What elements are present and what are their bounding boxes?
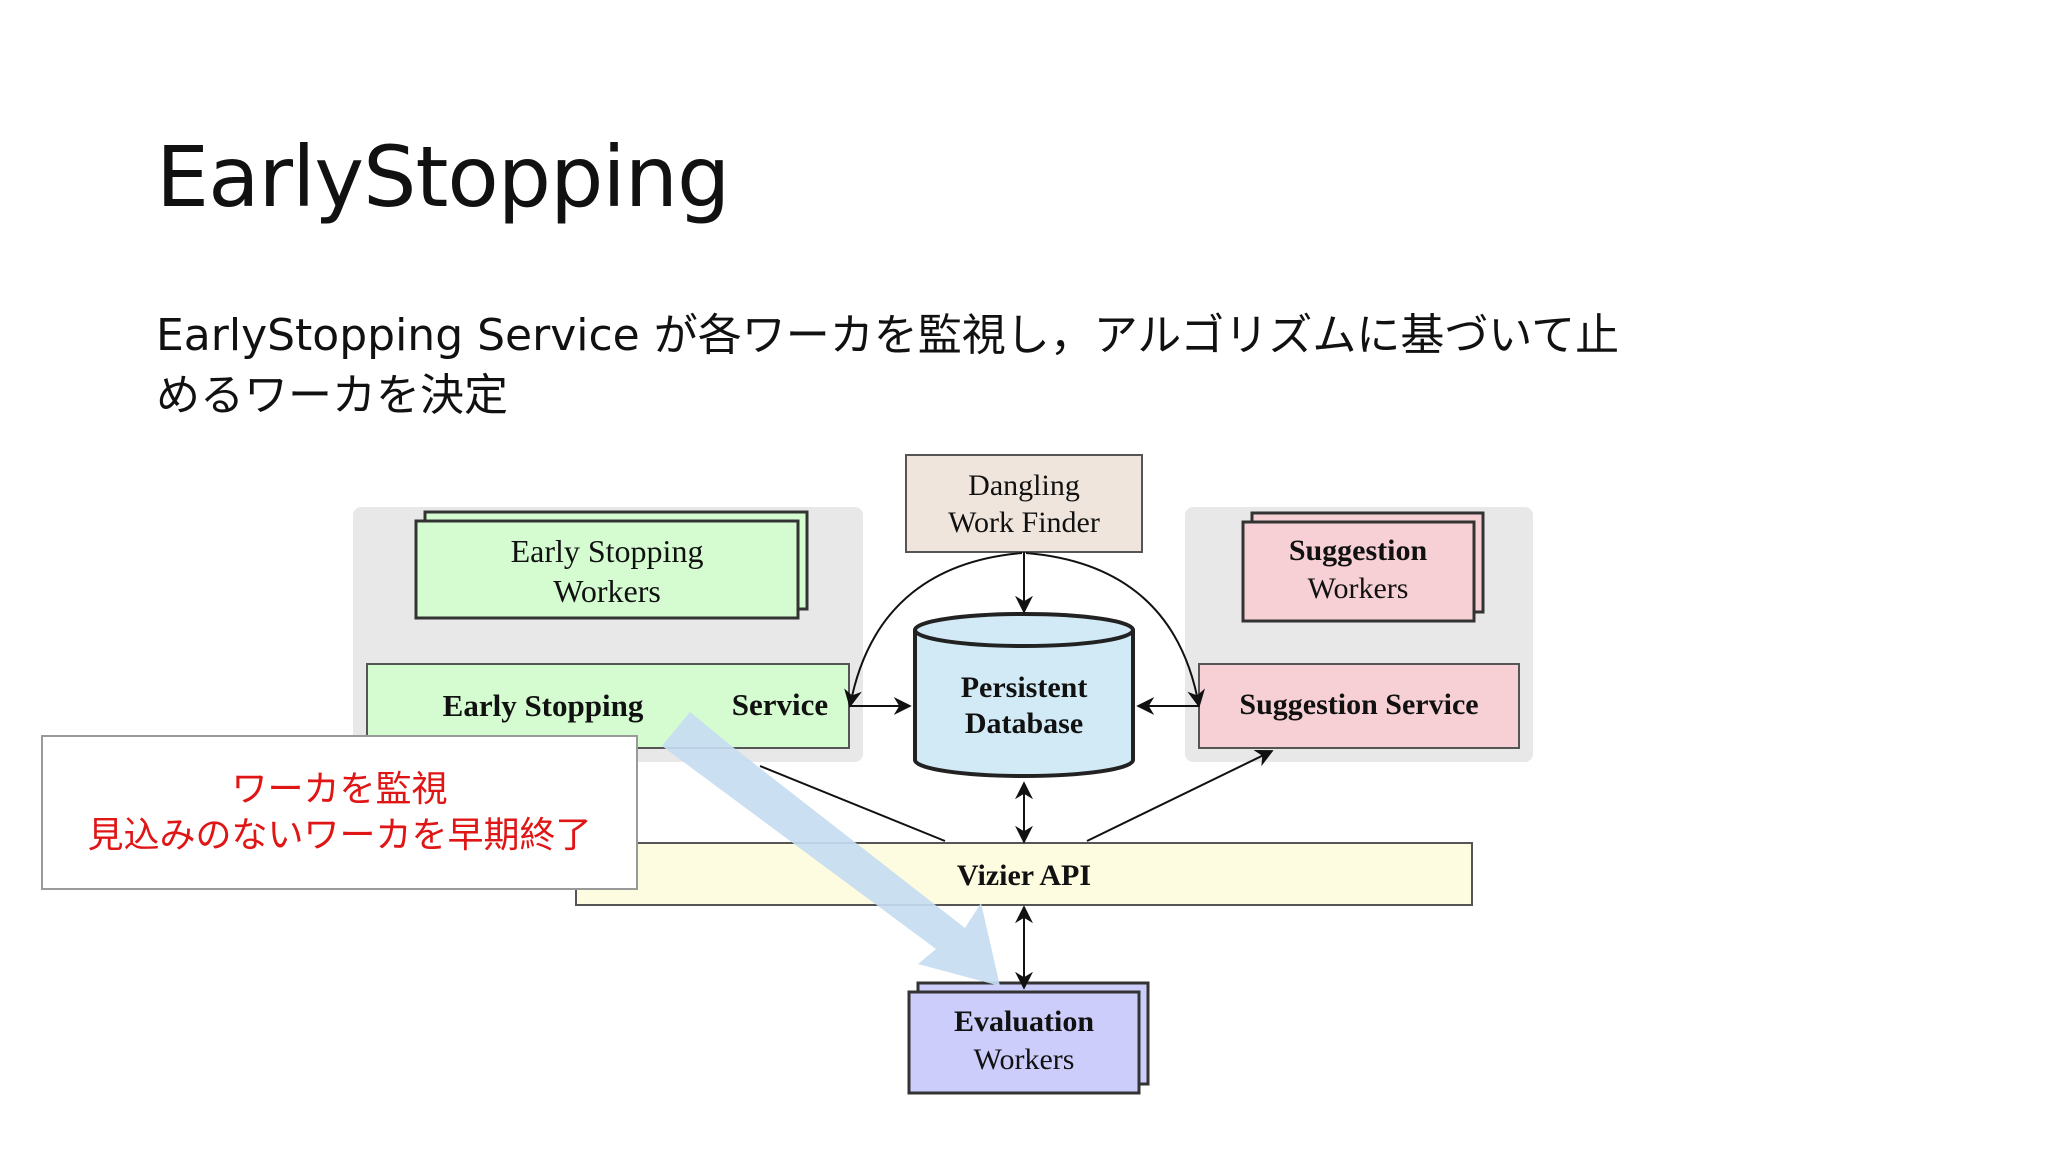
suggestion-service-label: Suggestion Service [1239,688,1478,721]
line-es-service-to-api [759,765,946,842]
callout-line-2: 見込みのないワーカを早期終了 [87,815,592,856]
suggestion-workers-label-1: Suggestion [1289,534,1428,567]
body-line-2: めるワーカを決定 [156,370,508,421]
arrow-finder-to-suggestion-service [1025,552,1205,708]
eval-workers-label-1: Evaluation [954,1005,1094,1038]
dangling-finder-box [905,454,1143,553]
database-label-2: Database [965,707,1083,740]
eval-workers-box [907,990,1141,1095]
suggestion-service-box [1198,663,1520,749]
es-service-label-1: Early Stopping [443,688,644,723]
eval-workers-label-2: Workers [974,1043,1075,1076]
dangling-finder-label-2: Work Finder [948,506,1100,539]
database-cylinder [913,612,1135,778]
es-workers-label-2: Workers [553,573,661,609]
dangling-finder-label-1: Dangling [968,469,1080,502]
es-workers-label-1: Early Stopping [511,533,704,569]
arrow-api-to-suggestion-service [1086,749,1274,842]
vizier-api-label: Vizier API [957,859,1091,892]
vizier-api-box [575,842,1473,906]
arrow-finder-to-es-service [844,552,1023,708]
slide-body: EarlyStopping Service が各ワーカを監視し，アルゴリズムに基… [156,306,1716,426]
database-label-1: Persistent [961,671,1088,704]
body-line-1: EarlyStopping Service が各ワーカを監視し，アルゴリズムに基… [156,310,1620,361]
highlight-arrow [662,712,1000,986]
suggestion-workers-box [1241,520,1476,623]
callout-line-1: ワーカを監視 [231,769,448,810]
suggestion-workers-label-2: Workers [1308,572,1409,605]
slide-title: EarlyStopping [156,128,730,226]
callout-box: ワーカを監視 見込みのないワーカを早期終了 [41,735,638,890]
es-service-label-2: Service [732,687,828,722]
es-workers-box [414,519,800,620]
